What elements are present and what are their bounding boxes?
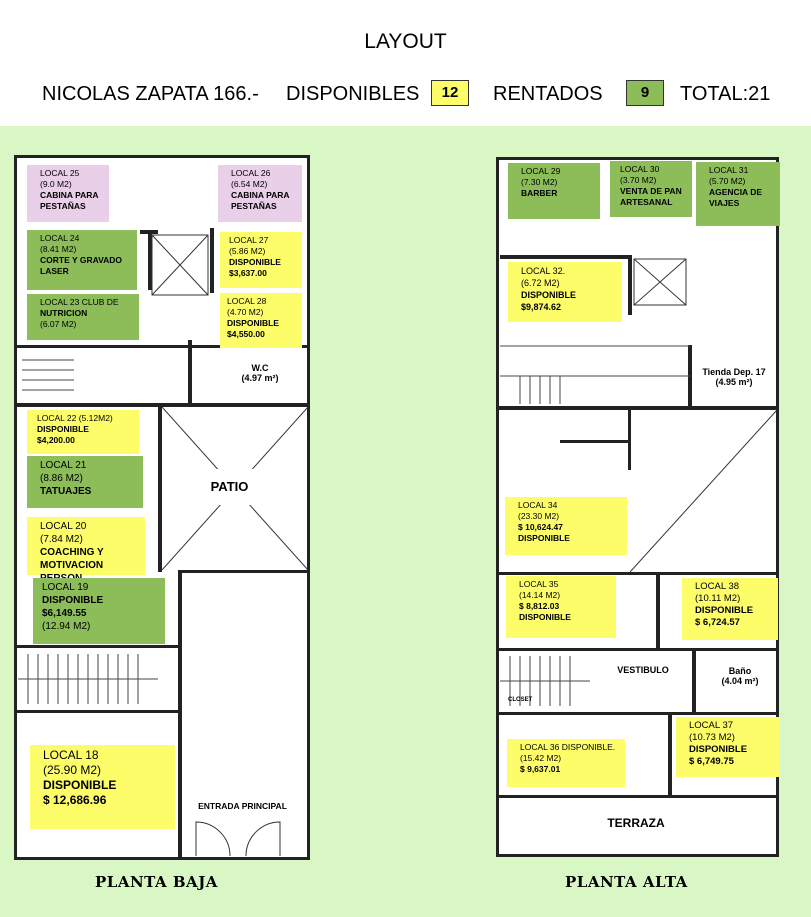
wall (496, 648, 779, 651)
wall (210, 228, 214, 293)
rented-label: RENTADOS (493, 83, 603, 105)
local-22[interactable]: LOCAL 22 (5.12M2)DISPONIBLE $4,200.00 (27, 410, 139, 454)
planta-baja-label: PLANTA BAJA (95, 873, 218, 891)
wall (14, 345, 310, 348)
available-count-badge: 12 (431, 80, 469, 106)
wall (500, 255, 632, 259)
wc-label: W.C(4.97 m²) (241, 363, 279, 383)
stair-box (151, 234, 209, 296)
wall (668, 712, 672, 798)
wall (178, 570, 182, 860)
planta-alta-label: PLANTA ALTA (565, 873, 688, 891)
wall (688, 345, 692, 410)
local-36[interactable]: LOCAL 36 DISPONIBLE.(15.42 M2) $ 9,637.0… (507, 739, 625, 787)
stairs (500, 656, 590, 706)
available-label: DISPONIBLES (286, 83, 420, 105)
stairs (22, 359, 74, 391)
local-37[interactable]: LOCAL 37(10.73 M2) DISPONIBLE$ 6,749.75 (676, 717, 780, 777)
rented-count-badge: 9 (626, 80, 664, 106)
wall (692, 648, 696, 714)
wall (14, 645, 180, 648)
local-29[interactable]: LOCAL 29(7.30 M2) BARBER (508, 163, 600, 219)
local-21[interactable]: LOCAL 21(8.86 M2) TATUAJES (27, 456, 143, 508)
tienda-label: Tienda Dep. 17(4.95 m²) (702, 367, 766, 387)
wall (14, 403, 310, 407)
address: NICOLAS ZAPATA 166.- (42, 83, 259, 105)
blank-label (77, 348, 179, 378)
wall (182, 570, 310, 573)
wall (496, 712, 779, 715)
local-18[interactable]: LOCAL 18(25.90 M2) DISPONIBLE$ 12,686.96 (30, 745, 175, 829)
wall (158, 407, 162, 572)
stairs (18, 654, 158, 704)
local-32[interactable]: LOCAL 32.(6.72 M2) DISPONIBLE$9,874.62 (508, 262, 622, 322)
void-diagonal (630, 410, 777, 572)
local-27[interactable]: LOCAL 27(5.86 M2) DISPONIBLE$3,637.00 (220, 232, 302, 288)
bano-label: Baño(4.04 m²) (721, 666, 759, 686)
vestibulo-label: VESTIBULO (596, 655, 690, 685)
stairs (500, 345, 690, 404)
wall (628, 410, 631, 470)
wall (148, 230, 152, 290)
wall (496, 795, 779, 798)
wall (656, 572, 660, 650)
total-label: TOTAL:21 (680, 83, 771, 105)
entrance-door (195, 821, 281, 857)
wall (14, 710, 180, 713)
wall (496, 406, 779, 410)
page-title: LAYOUT (364, 30, 447, 53)
wall (628, 255, 632, 315)
wall (496, 572, 779, 575)
terraza-label: TERRAZA (580, 802, 692, 844)
closet-label: CLOSET (508, 697, 533, 703)
patio-label: PATIO (197, 469, 262, 505)
entrance-label: ENTRADA PRINCIPAL (184, 792, 301, 820)
local-28[interactable]: LOCAL 28(4.70 M2) DISPONIBLE$4,550.00 (220, 293, 302, 348)
wall (188, 340, 192, 405)
stair-box (633, 258, 687, 306)
local-38[interactable]: LOCAL 38(10.11 M2) DISPONIBLE$ 6,724.57 (682, 578, 778, 640)
wall (560, 440, 630, 443)
